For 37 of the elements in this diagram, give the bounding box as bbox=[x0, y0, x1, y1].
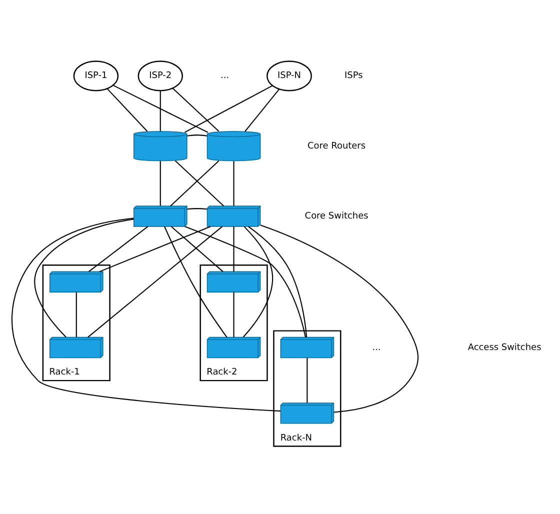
connector bbox=[233, 292, 234, 338]
cluster: Rack-2 bbox=[200, 264, 268, 382]
connector bbox=[260, 224, 418, 413]
node-ellipse: ISP-2 bbox=[138, 60, 184, 92]
connector bbox=[88, 226, 148, 272]
connector bbox=[106, 88, 148, 132]
connector bbox=[164, 226, 228, 338]
label: Core Switches bbox=[304, 212, 368, 222]
connector bbox=[170, 226, 224, 272]
connector bbox=[233, 161, 234, 206]
node-ellipse: ISP-1 bbox=[73, 60, 119, 92]
connector bbox=[184, 226, 306, 338]
label: ... bbox=[372, 342, 381, 353]
label: ISPs bbox=[344, 71, 363, 82]
connector bbox=[187, 208, 208, 210]
connector bbox=[76, 292, 77, 338]
connector bbox=[248, 226, 308, 338]
connector bbox=[12, 218, 280, 412]
connector bbox=[99, 226, 211, 272]
label: Core Routers bbox=[308, 141, 366, 152]
node-ellipse: ISP-N bbox=[266, 60, 312, 92]
connector bbox=[184, 85, 273, 133]
connector bbox=[112, 84, 208, 133]
connector bbox=[34, 218, 134, 338]
connector bbox=[244, 89, 280, 132]
connector bbox=[88, 226, 223, 338]
connector bbox=[172, 88, 220, 132]
cluster: Rack-1 bbox=[42, 264, 110, 382]
connector bbox=[233, 226, 234, 272]
connector bbox=[186, 134, 208, 136]
connector bbox=[242, 226, 274, 338]
cluster: Rack-N bbox=[273, 330, 342, 447]
connector bbox=[160, 90, 161, 132]
label: ... bbox=[220, 71, 230, 82]
connector bbox=[160, 161, 161, 206]
label: Access Switches bbox=[468, 342, 542, 353]
connector bbox=[306, 358, 308, 403]
